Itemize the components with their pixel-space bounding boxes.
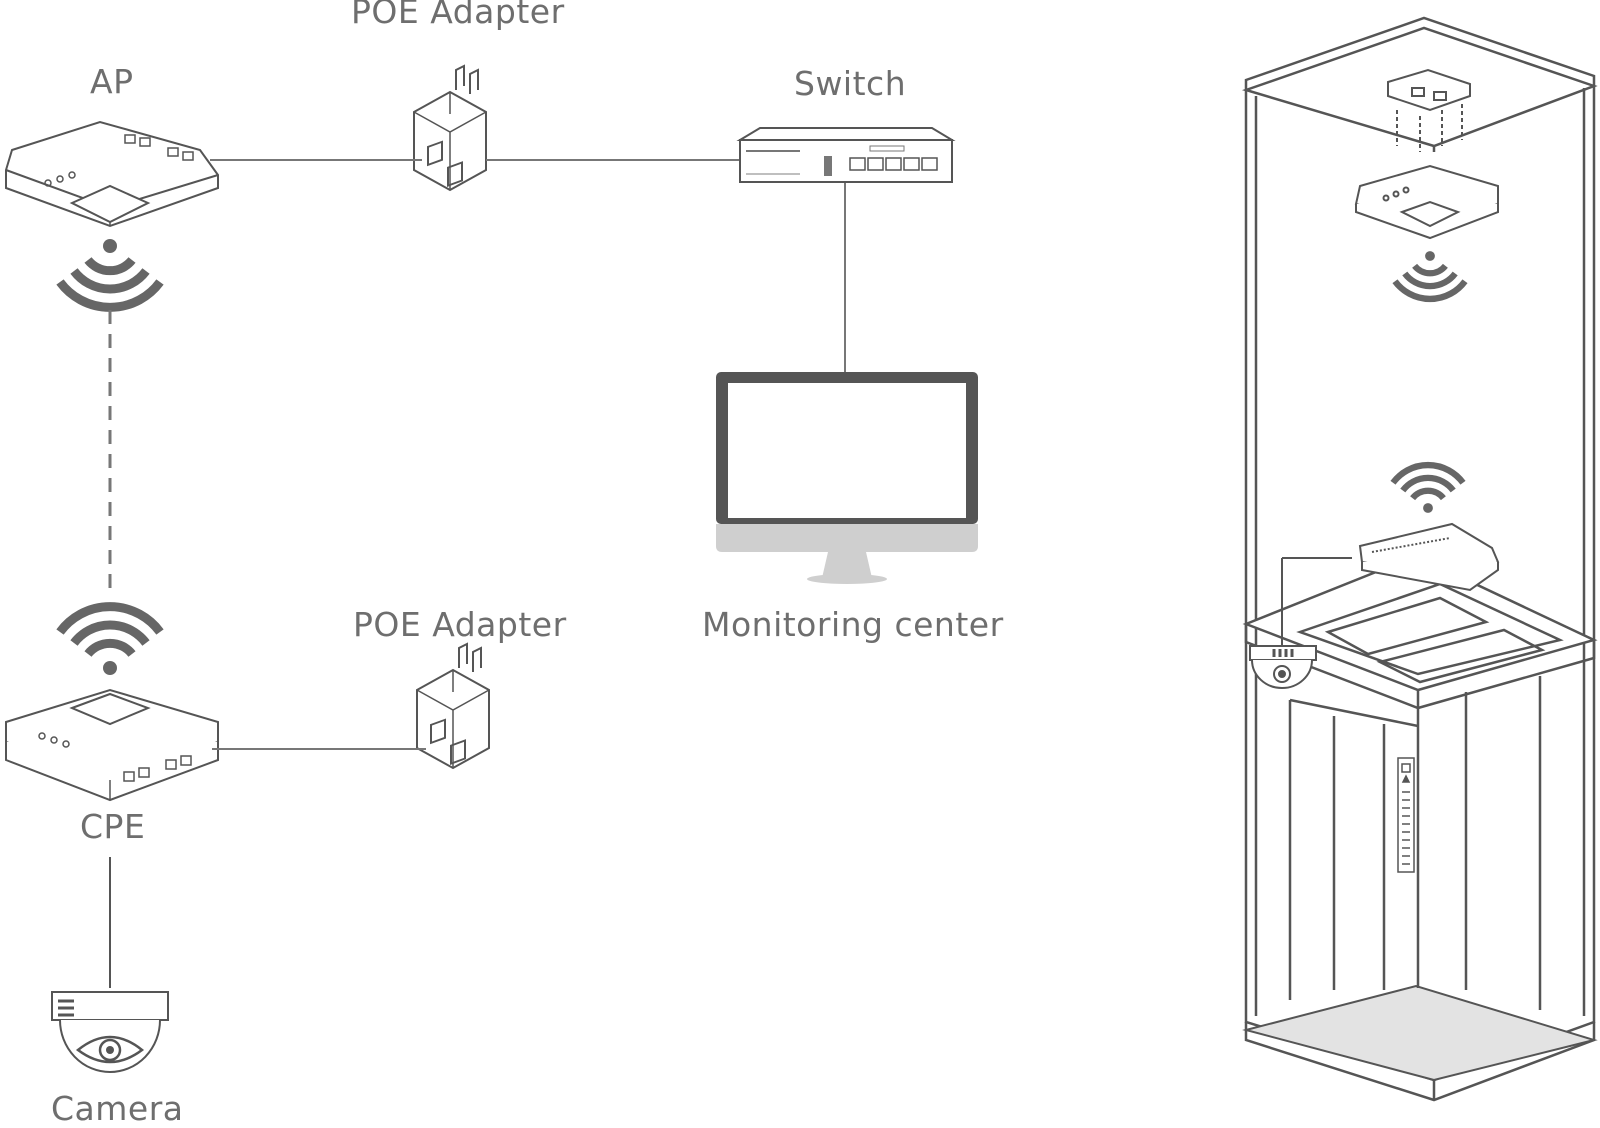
ap-label: AP: [90, 62, 134, 101]
cpe-device: [5, 688, 219, 802]
elevator-car: [1242, 554, 1598, 1010]
cpe-wifi-icon: [60, 607, 160, 675]
monitoring-center-label: Monitoring center: [702, 605, 1004, 644]
mounting-bracket: [1387, 68, 1471, 152]
elevator-floor: [1242, 984, 1598, 1082]
ap-device: [5, 120, 219, 228]
camera-label: Camera: [51, 1089, 184, 1128]
poe-adapter-bottom-label: POE Adapter: [353, 605, 567, 644]
cpe-label: CPE: [80, 807, 146, 846]
shaft-ap-device: [1354, 164, 1499, 240]
elevator-cpe-device: [1358, 522, 1500, 592]
poe-adapter-top-label: POE Adapter: [351, 0, 565, 31]
switch-device: [736, 127, 956, 183]
elevator-control-panel: [1397, 757, 1415, 873]
elevator-camera: [1249, 557, 1352, 689]
poe-adapter-bottom: [416, 643, 490, 769]
monitor-device: [716, 372, 978, 584]
camera-device: [51, 991, 169, 1073]
switch-label: Switch: [794, 64, 907, 103]
ap-wifi-icon: [60, 239, 160, 307]
poe-adapter-top: [413, 65, 487, 191]
